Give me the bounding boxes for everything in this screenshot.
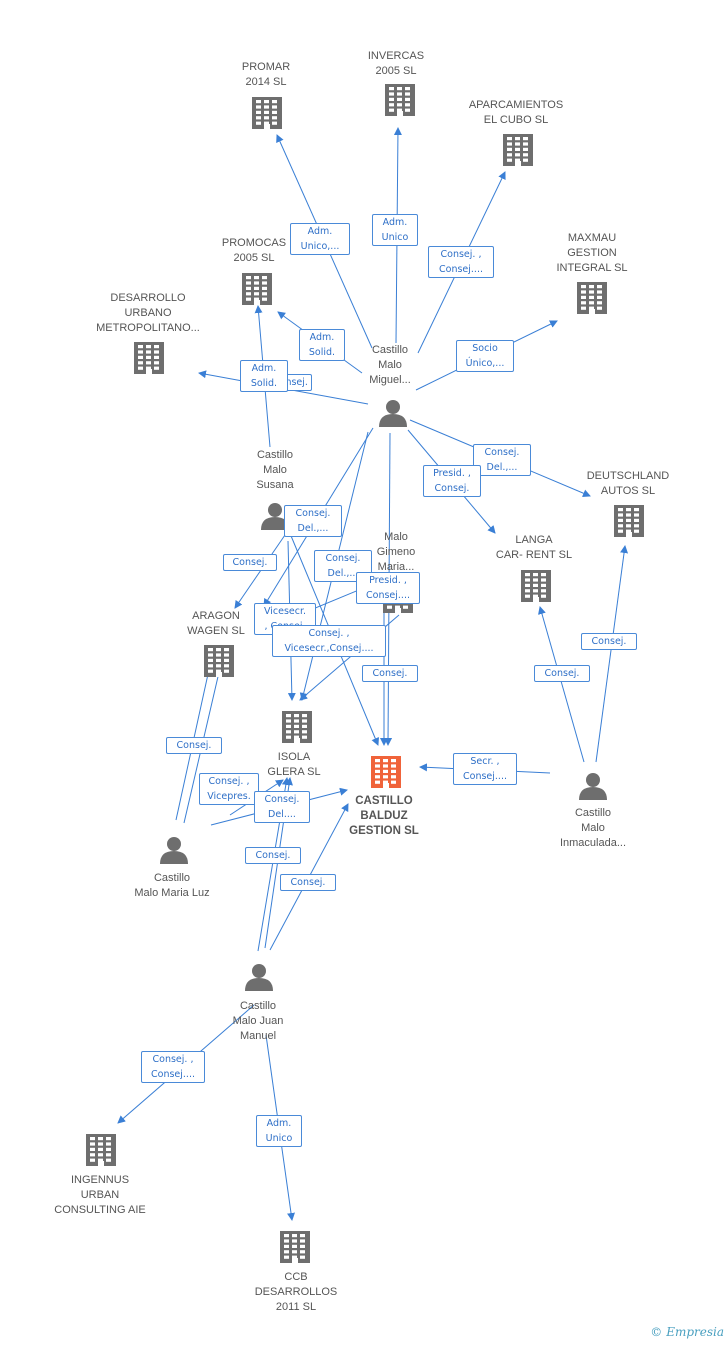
- node-maxmau[interactable]: MAXMAU GESTION INTEGRAL SL: [544, 231, 640, 276]
- relation-label[interactable]: Adm. Solid.: [299, 329, 345, 361]
- node-label: PROMOCAS 2005 SL: [221, 237, 287, 264]
- node-label: CASTILLO BALDUZ GESTION SL: [349, 795, 419, 837]
- person-icon: [261, 503, 289, 530]
- node-castillo-malo-juan[interactable]: Castillo Malo Juan Manuel: [210, 999, 306, 1044]
- relation-edge: [538, 606, 585, 763]
- node-castillo-malo-miguel[interactable]: Castillo Malo Miguel...: [342, 343, 438, 388]
- node-promocas[interactable]: PROMOCAS 2005 SL: [206, 236, 302, 266]
- node-label: CCB DESARROLLOS 2011 SL: [254, 1271, 338, 1313]
- relation-label[interactable]: Adm. Unico: [372, 214, 418, 246]
- node-ingennus[interactable]: INGENNUS URBAN CONSULTING AIE: [40, 1173, 160, 1218]
- node-label: PROMAR 2014 SL: [241, 61, 291, 88]
- building-icon: [577, 282, 607, 314]
- building-icon: [280, 1231, 310, 1263]
- building-icon: [204, 645, 234, 677]
- node-label: Castillo Malo Inmaculada...: [559, 807, 627, 849]
- node-desarrollo[interactable]: DESARROLLO URBANO METROPOLITANO...: [86, 291, 210, 336]
- relation-label[interactable]: Consej. Del.,...: [473, 444, 531, 476]
- relation-label[interactable]: Consej.: [362, 665, 418, 682]
- relation-label[interactable]: Consej. Del.,...: [314, 550, 372, 582]
- node-label: APARCAMIENTOS EL CUBO SL: [468, 99, 564, 126]
- building-icon: [503, 134, 533, 166]
- node-aragon[interactable]: ARAGON WAGEN SL: [168, 609, 264, 639]
- building-icon: [252, 97, 282, 129]
- relation-label[interactable]: Consej.: [166, 737, 222, 754]
- relation-label[interactable]: Consej.: [245, 847, 301, 864]
- relation-label[interactable]: Consej.: [534, 665, 590, 682]
- relation-edge: [234, 534, 286, 609]
- building-icon: [282, 711, 312, 743]
- building-icon: [385, 84, 415, 116]
- node-label: DESARROLLO URBANO METROPOLITANO...: [96, 292, 200, 334]
- node-label: ARAGON WAGEN SL: [187, 610, 245, 637]
- node-label: Castillo Malo Juan Manuel: [232, 1000, 284, 1042]
- relation-label[interactable]: Consej. Del.,...: [284, 505, 342, 537]
- relation-edge: [595, 545, 629, 763]
- relation-label[interactable]: Consej.: [280, 874, 336, 891]
- building-icon: [86, 1134, 116, 1166]
- relation-label[interactable]: Secr. , Consej....: [453, 753, 517, 785]
- node-label: Castillo Malo Maria Luz: [134, 872, 210, 899]
- node-invercas[interactable]: INVERCAS 2005 SL: [348, 49, 444, 79]
- node-promar[interactable]: PROMAR 2014 SL: [218, 60, 314, 90]
- relation-label[interactable]: Consej. , Vicepres.: [199, 773, 259, 805]
- building-icon: [134, 342, 164, 374]
- node-deutschland[interactable]: DEUTSCHLAND AUTOS SL: [572, 469, 684, 499]
- building-icon: [521, 570, 551, 602]
- node-label: Castillo Malo Susana: [256, 449, 294, 491]
- node-label: ISOLA GLERA SL: [267, 751, 321, 778]
- relation-label[interactable]: Consej. , Consej....: [141, 1051, 205, 1083]
- node-label: DEUTSCHLAND AUTOS SL: [586, 470, 670, 497]
- node-langa[interactable]: LANGA CAR- RENT SL: [482, 533, 586, 563]
- relation-label[interactable]: Consej.: [581, 633, 637, 650]
- person-icon: [379, 400, 407, 427]
- relation-label[interactable]: Adm. Solid.: [240, 360, 288, 392]
- node-label: LANGA CAR- RENT SL: [495, 534, 573, 561]
- footer-brand[interactable]: ©Empresia: [650, 1325, 724, 1339]
- node-isola[interactable]: ISOLA GLERA SL: [246, 750, 342, 780]
- building-icon: [371, 756, 401, 788]
- copyright-symbol: ©: [650, 1325, 663, 1339]
- relation-label[interactable]: Consej. , Vicesecr.,Consej....: [272, 625, 386, 657]
- node-castillo-balduz[interactable]: CASTILLO BALDUZ GESTION SL: [334, 794, 434, 839]
- person-icon: [160, 837, 188, 864]
- relation-label[interactable]: Consej.: [223, 554, 277, 571]
- relation-label[interactable]: Presid. , Consej....: [356, 572, 420, 604]
- node-label: INGENNUS URBAN CONSULTING AIE: [54, 1174, 146, 1216]
- relation-label[interactable]: Socio Único,...: [456, 340, 514, 372]
- node-malo-gimeno[interactable]: Malo Gimeno Maria...: [356, 530, 436, 575]
- node-castillo-malo-inmaculada[interactable]: Castillo Malo Inmaculada...: [540, 806, 646, 851]
- relation-label[interactable]: Consej. Del....: [254, 791, 310, 823]
- node-label: Castillo Malo Miguel...: [369, 344, 411, 386]
- node-aparcamientos[interactable]: APARCAMIENTOS EL CUBO SL: [456, 98, 576, 128]
- person-icon: [579, 773, 607, 800]
- node-label: Malo Gimeno Maria...: [376, 531, 416, 573]
- node-ccb[interactable]: CCB DESARROLLOS 2011 SL: [240, 1270, 352, 1315]
- person-icon: [245, 964, 273, 991]
- relation-label[interactable]: Presid. , Consej.: [423, 465, 481, 497]
- building-icon: [614, 505, 644, 537]
- brand-name: Empresia: [666, 1325, 724, 1339]
- node-label: MAXMAU GESTION INTEGRAL SL: [556, 232, 628, 274]
- relation-label[interactable]: Consej. , Consej....: [428, 246, 494, 278]
- node-castillo-malo-susana[interactable]: Castillo Malo Susana: [227, 448, 323, 493]
- building-icon: [242, 273, 272, 305]
- relation-label[interactable]: Adm. Unico,...: [290, 223, 350, 255]
- node-label: INVERCAS 2005 SL: [367, 50, 425, 77]
- relation-label[interactable]: Adm. Unico: [256, 1115, 302, 1147]
- node-castillo-malo-maria-luz[interactable]: Castillo Malo Maria Luz: [112, 871, 232, 901]
